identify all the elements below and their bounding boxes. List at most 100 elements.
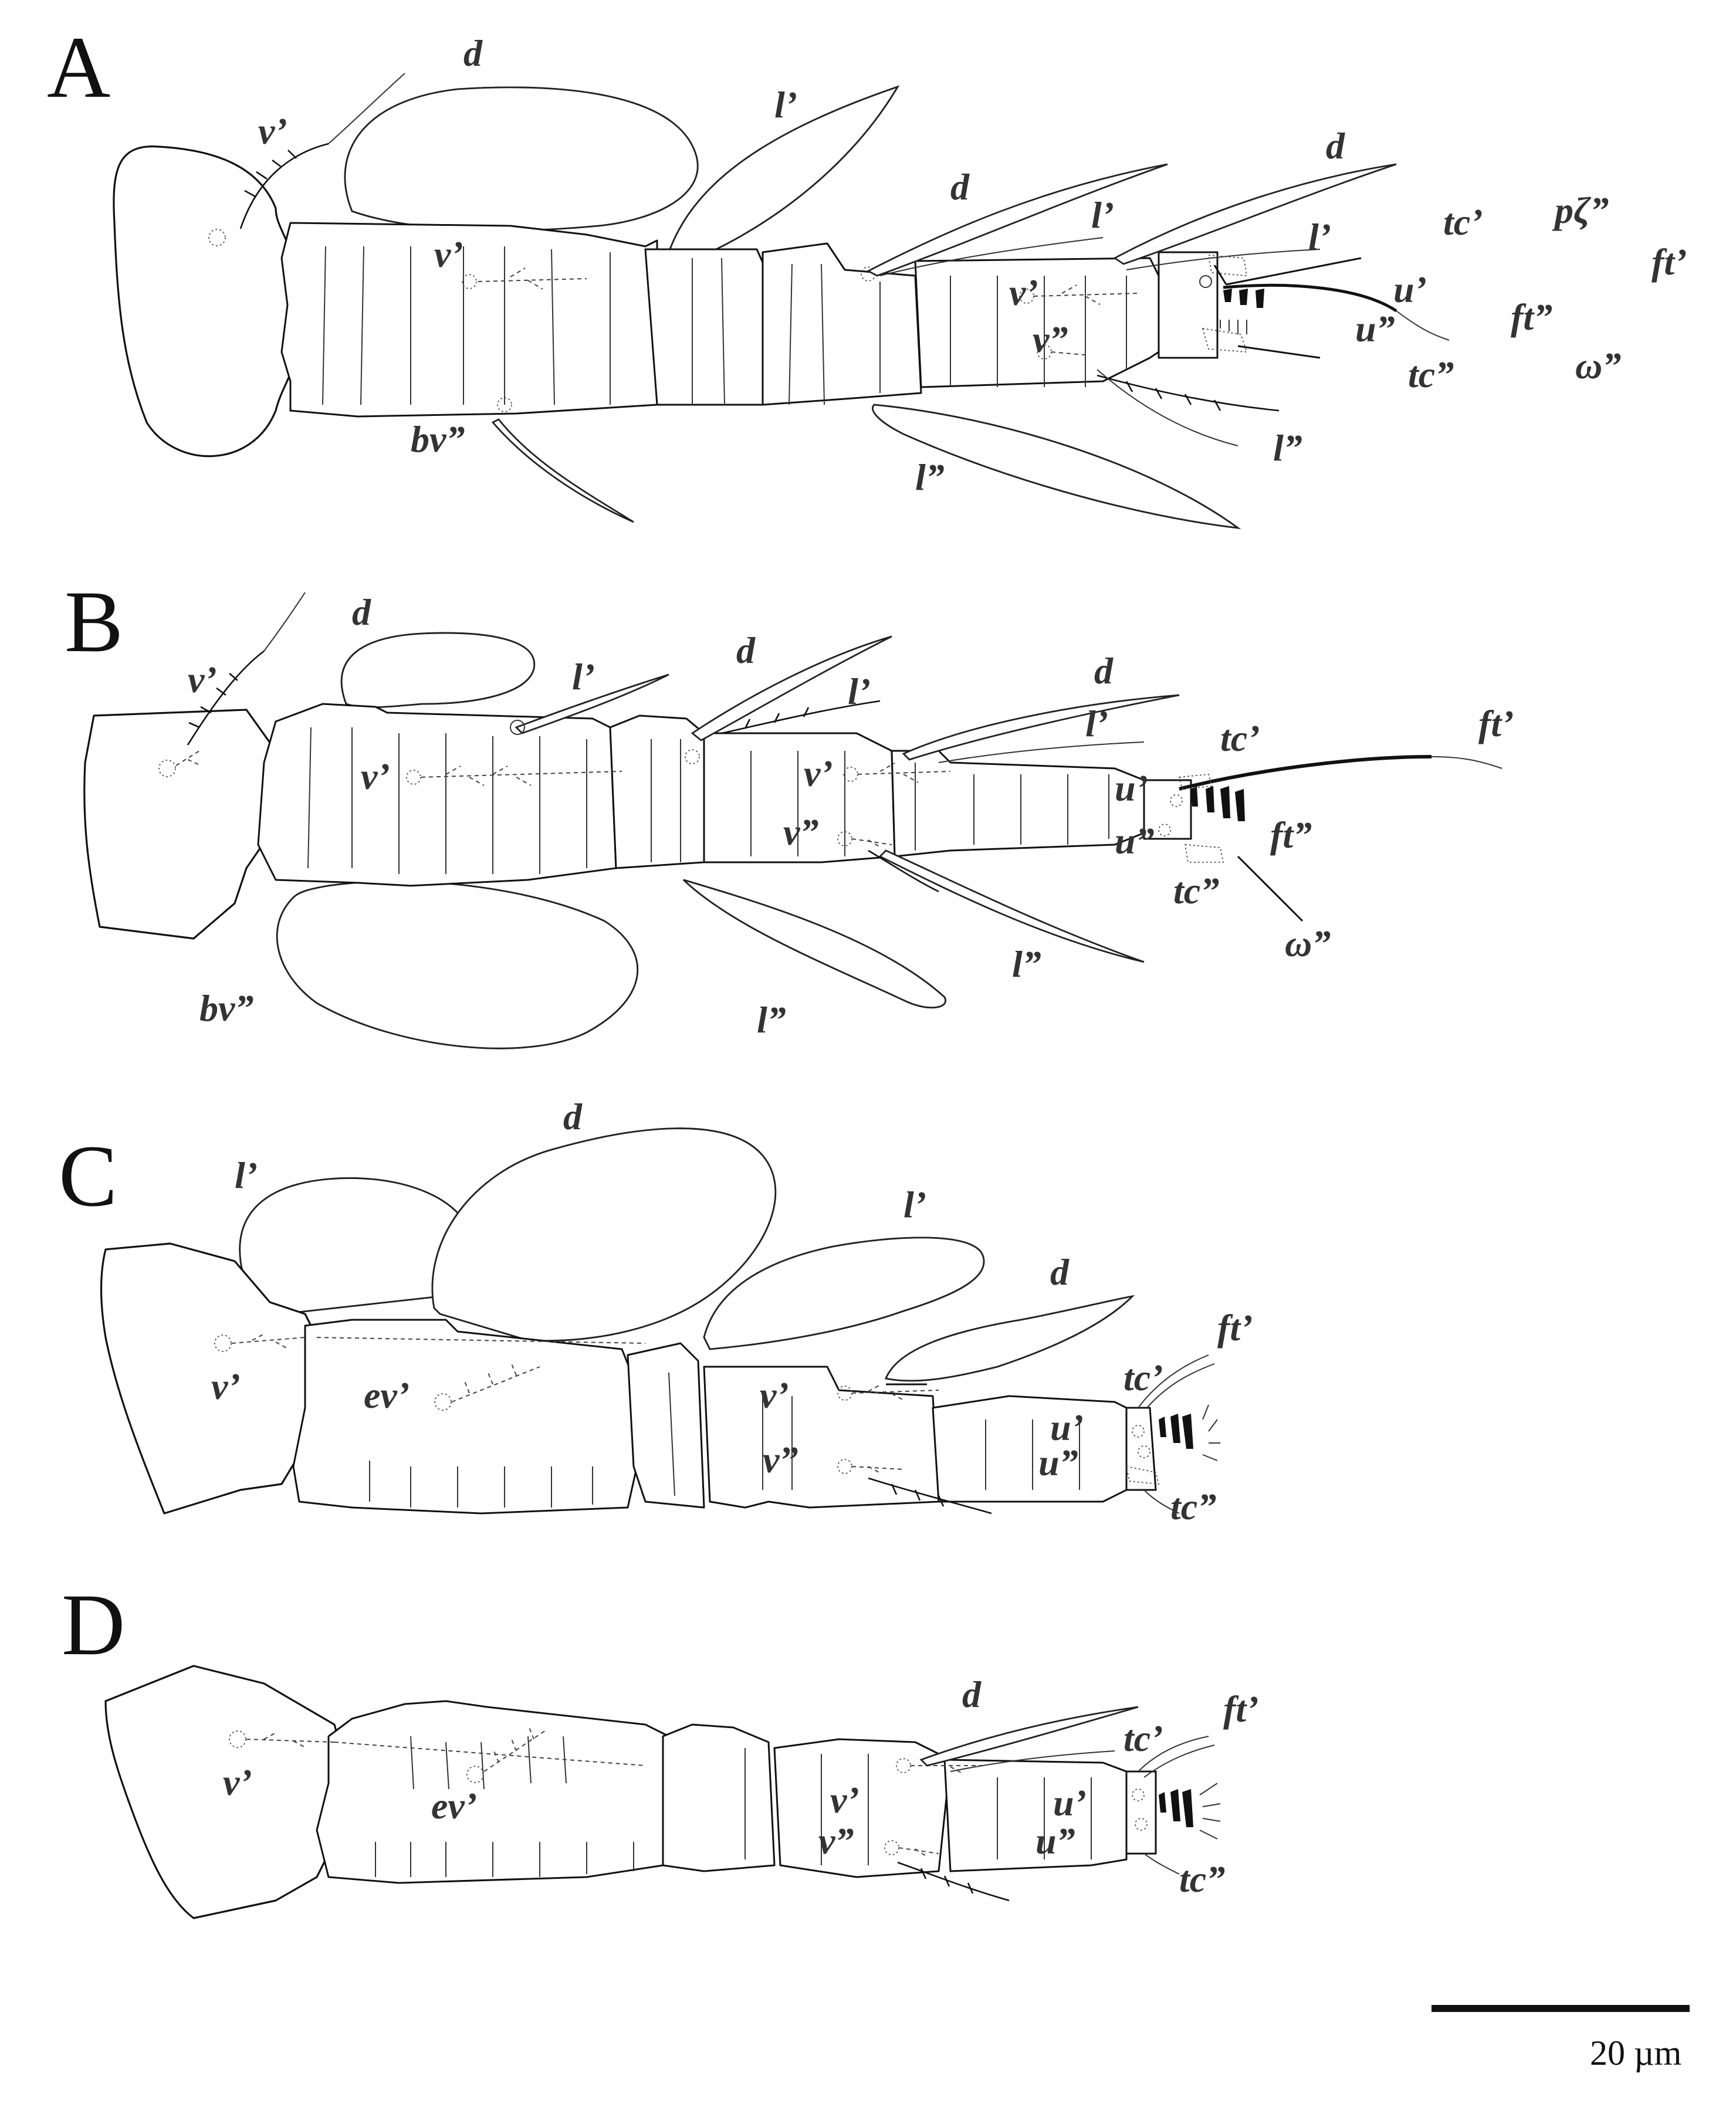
scale-bar: 20 µm: [1432, 2005, 1690, 2072]
scale-bar-label: 20 µm: [1590, 2034, 1681, 2072]
seta-label: v’: [211, 1366, 241, 1407]
seta-label: u’: [1393, 269, 1427, 310]
segment-trochanter: [100, 1242, 318, 1515]
panel-d: D d: [62, 1576, 1258, 1919]
seta-label: tc”: [1173, 870, 1219, 912]
segment-tarsus: [914, 257, 1160, 388]
seta-label: tc”: [1408, 354, 1454, 395]
seta-label: l”: [1012, 943, 1041, 985]
seta-label: l”: [915, 456, 945, 498]
segment-trochanter: [83, 709, 280, 940]
seta-label: v”: [783, 811, 818, 853]
segment-genu: [644, 248, 770, 406]
seta-label: v’: [434, 233, 463, 275]
panel-c: C: [59, 1096, 1253, 1527]
seta-bases: [158, 749, 1183, 848]
seta-d-tarsus: [919, 1706, 1139, 1767]
seta-labels: v’ d l’ d l’ d l’ tc’ pζ” ft’ v’ v’ u’ u…: [258, 32, 1687, 498]
panel-letter: D: [62, 1576, 125, 1674]
claws: [1202, 255, 1264, 353]
seta-label: v’: [223, 1762, 252, 1803]
seta-label: pζ”: [1552, 189, 1609, 231]
seta-label: ω”: [1575, 345, 1621, 387]
segment-tarsus: [932, 1395, 1128, 1503]
seta-l-prime-tarsus: [950, 1750, 1115, 1772]
seta-label: l’: [848, 670, 871, 712]
seta-label: l’: [1308, 216, 1331, 258]
seta-label: ev’: [364, 1374, 410, 1416]
segment-trochanter: [113, 145, 295, 458]
seta-label: ev’: [431, 1785, 477, 1827]
panel-letter: C: [59, 1127, 117, 1225]
seta-d-tibia: [866, 163, 1168, 277]
seta-label: v”: [763, 1439, 798, 1481]
seta-l-double-tarsus: [878, 849, 1145, 963]
panel-a: A: [47, 19, 1687, 530]
seta-label: l’: [1091, 194, 1114, 236]
segment-femur: [280, 222, 658, 418]
seta-label: v’: [760, 1374, 789, 1416]
seta-label: d: [736, 629, 756, 671]
seta-label: tc’: [1220, 717, 1260, 759]
segment-trochanter: [104, 1665, 353, 1919]
seta-label: l’: [774, 84, 797, 126]
empodium: [1199, 275, 1212, 288]
panel-letter: B: [65, 573, 123, 670]
seta-label: d: [950, 166, 970, 208]
seta-label: tc”: [1170, 1486, 1216, 1527]
seta-d-tarsus: [1113, 163, 1397, 265]
segment-genu: [662, 1723, 776, 1872]
seta-label: tc’: [1124, 1718, 1163, 1759]
seta-label: ft’: [1217, 1307, 1253, 1349]
seta-label: l’: [1085, 703, 1108, 744]
seta-label: tc’: [1443, 201, 1483, 243]
seta-label: d: [1094, 650, 1114, 692]
seta-label: u”: [1035, 1820, 1075, 1862]
seta-l-prime-tarsus: [1126, 249, 1321, 270]
seta-label: v”: [1033, 319, 1068, 360]
seta-label: tc”: [1179, 1858, 1225, 1900]
seta-l-prime-tibia: [721, 700, 881, 734]
seta-tc-double: [1143, 1853, 1180, 1875]
panel-letter: A: [47, 19, 110, 116]
seta-d-tibia: [691, 635, 892, 741]
segment-genu: [609, 714, 705, 869]
seta-l-prime-tibia: [879, 237, 1104, 276]
segment-pretarsus: [1143, 779, 1192, 840]
seta-label: u”: [1355, 308, 1395, 350]
seta-bases: [214, 1333, 1150, 1474]
seta-label: d: [352, 591, 371, 633]
seta-label: ft”: [1270, 814, 1312, 856]
panel-b: B: [65, 573, 1514, 1049]
seta-label: u”: [1038, 1442, 1078, 1483]
claws: [1159, 1783, 1221, 1840]
segment-tarsus: [891, 750, 1145, 858]
seta-l-prime-tarsus: [938, 741, 1145, 763]
claws: [1178, 774, 1245, 863]
segment-pretarsus: [1125, 1770, 1157, 1855]
seta-label: d: [463, 32, 483, 74]
seta-l-prime-genu: [515, 673, 669, 734]
seta-bases: [208, 229, 1139, 412]
seta-label: d: [1050, 1251, 1070, 1293]
seta-label: l’: [903, 1184, 926, 1225]
segment-tibia: [703, 1366, 940, 1509]
seta-tc-prime: [1138, 1736, 1215, 1778]
scale-bar-line: [1432, 2005, 1690, 2012]
seta-ft-prime: [1223, 283, 1397, 313]
pointer-pzeta: [1226, 257, 1362, 286]
segment-pretarsus: [1158, 251, 1219, 359]
pointer-omega: [1237, 345, 1321, 359]
seta-label: ω”: [1285, 923, 1331, 964]
seta-tc-prime: [1138, 1354, 1215, 1408]
seta-label: bv”: [199, 987, 253, 1029]
seta-label: d: [1326, 125, 1345, 167]
seta-label: u’: [1050, 1407, 1084, 1448]
pointer-tc-prime: [1213, 265, 1227, 285]
seta-label: u”: [1115, 820, 1155, 862]
seta-label: tc’: [1124, 1357, 1163, 1398]
seta-l-double-tibia: [868, 1477, 992, 1515]
seta-label: ft’: [1652, 241, 1687, 283]
segment-femur: [292, 1319, 641, 1515]
